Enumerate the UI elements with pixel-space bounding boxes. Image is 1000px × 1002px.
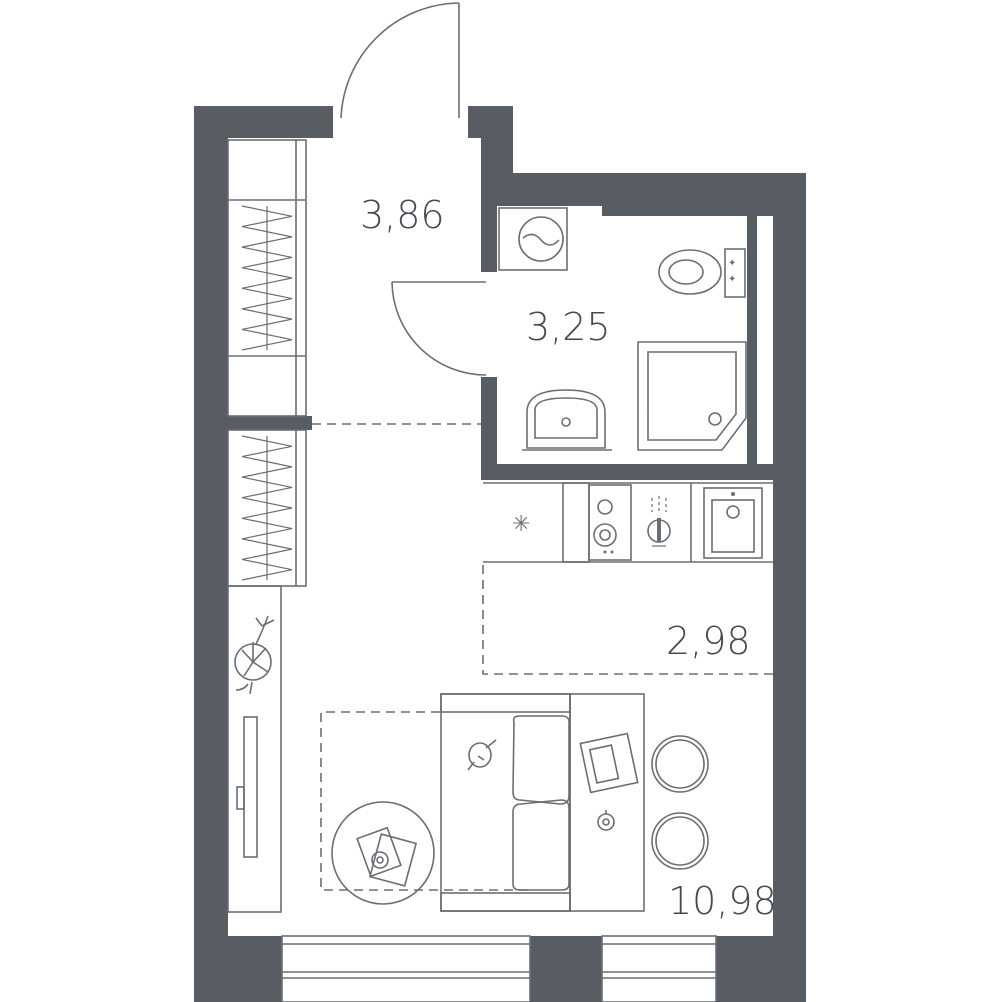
wall-right	[773, 173, 806, 1002]
zone-divider-kitchen	[482, 565, 773, 675]
bath-wall-inner-top	[602, 206, 773, 216]
cooktop-icon	[588, 484, 632, 561]
bathroom-door-icon	[391, 281, 487, 376]
hall-partition	[228, 416, 312, 430]
chair-icon	[651, 735, 709, 793]
hanger-line	[241, 328, 293, 351]
washing-machine-icon	[498, 207, 568, 271]
kitchen-sink-icon	[703, 487, 763, 559]
hanger-line	[241, 435, 293, 458]
washbasin-icon	[522, 389, 612, 451]
hanger-line	[241, 497, 293, 519]
toilet-icon: ✦ ✦	[658, 248, 746, 298]
hanger-line	[241, 455, 293, 478]
room-area-bathroom: 3,25	[526, 305, 611, 349]
hanger-line	[241, 538, 293, 561]
wall-bottom-pillar	[530, 936, 602, 1002]
hanger-line	[241, 267, 293, 289]
hood-icon	[647, 483, 692, 562]
walls	[194, 106, 806, 1002]
kitchen-counter	[483, 482, 773, 563]
hanger-line	[241, 225, 293, 248]
rug-icon	[320, 711, 530, 891]
tv-stand-icon	[227, 585, 282, 913]
bath-wall-bottom	[481, 464, 773, 480]
room-area-living: 10,98	[668, 879, 777, 923]
svg-text:✳: ✳	[512, 512, 530, 537]
wall-bottom-left	[194, 936, 282, 1002]
hanger-line	[241, 308, 293, 331]
hanger-line	[241, 287, 293, 310]
hanger-line	[241, 246, 293, 269]
sofa-icon	[440, 693, 571, 912]
bath-wall-left-bottom	[481, 377, 497, 480]
hanger-line	[241, 558, 293, 581]
entrance-door-icon	[340, 2, 460, 119]
bath-wall-inner-right	[747, 206, 757, 464]
window-icon	[601, 935, 717, 1002]
hanger-line	[241, 476, 293, 499]
fridge-icon: ✳	[512, 482, 590, 563]
plant-icon	[234, 615, 275, 695]
shower-tray-icon	[637, 341, 747, 451]
coffee-table-icon	[331, 801, 435, 905]
wall-bottom-right	[716, 936, 806, 1002]
wall-top-right	[481, 173, 806, 206]
laptop-icon	[579, 732, 639, 794]
wardrobe-icon	[227, 139, 307, 417]
wall-left	[194, 106, 228, 1002]
bath-wall-left-top	[481, 206, 497, 272]
window-icon	[281, 935, 531, 1002]
desk-icon	[569, 693, 645, 912]
room-area-hallway: 3,86	[360, 193, 445, 237]
tv-icon	[236, 716, 258, 858]
wall-top-left	[194, 106, 333, 138]
mug-icon	[597, 810, 615, 831]
room-area-kitchen: 2,98	[666, 619, 751, 663]
svg-text:✦: ✦	[728, 274, 736, 285]
chair-icon	[651, 812, 709, 870]
hanger-line	[241, 205, 293, 228]
hanger-line	[241, 517, 293, 540]
wardrobe-icon	[227, 429, 307, 587]
svg-text:✦: ✦	[728, 258, 736, 269]
